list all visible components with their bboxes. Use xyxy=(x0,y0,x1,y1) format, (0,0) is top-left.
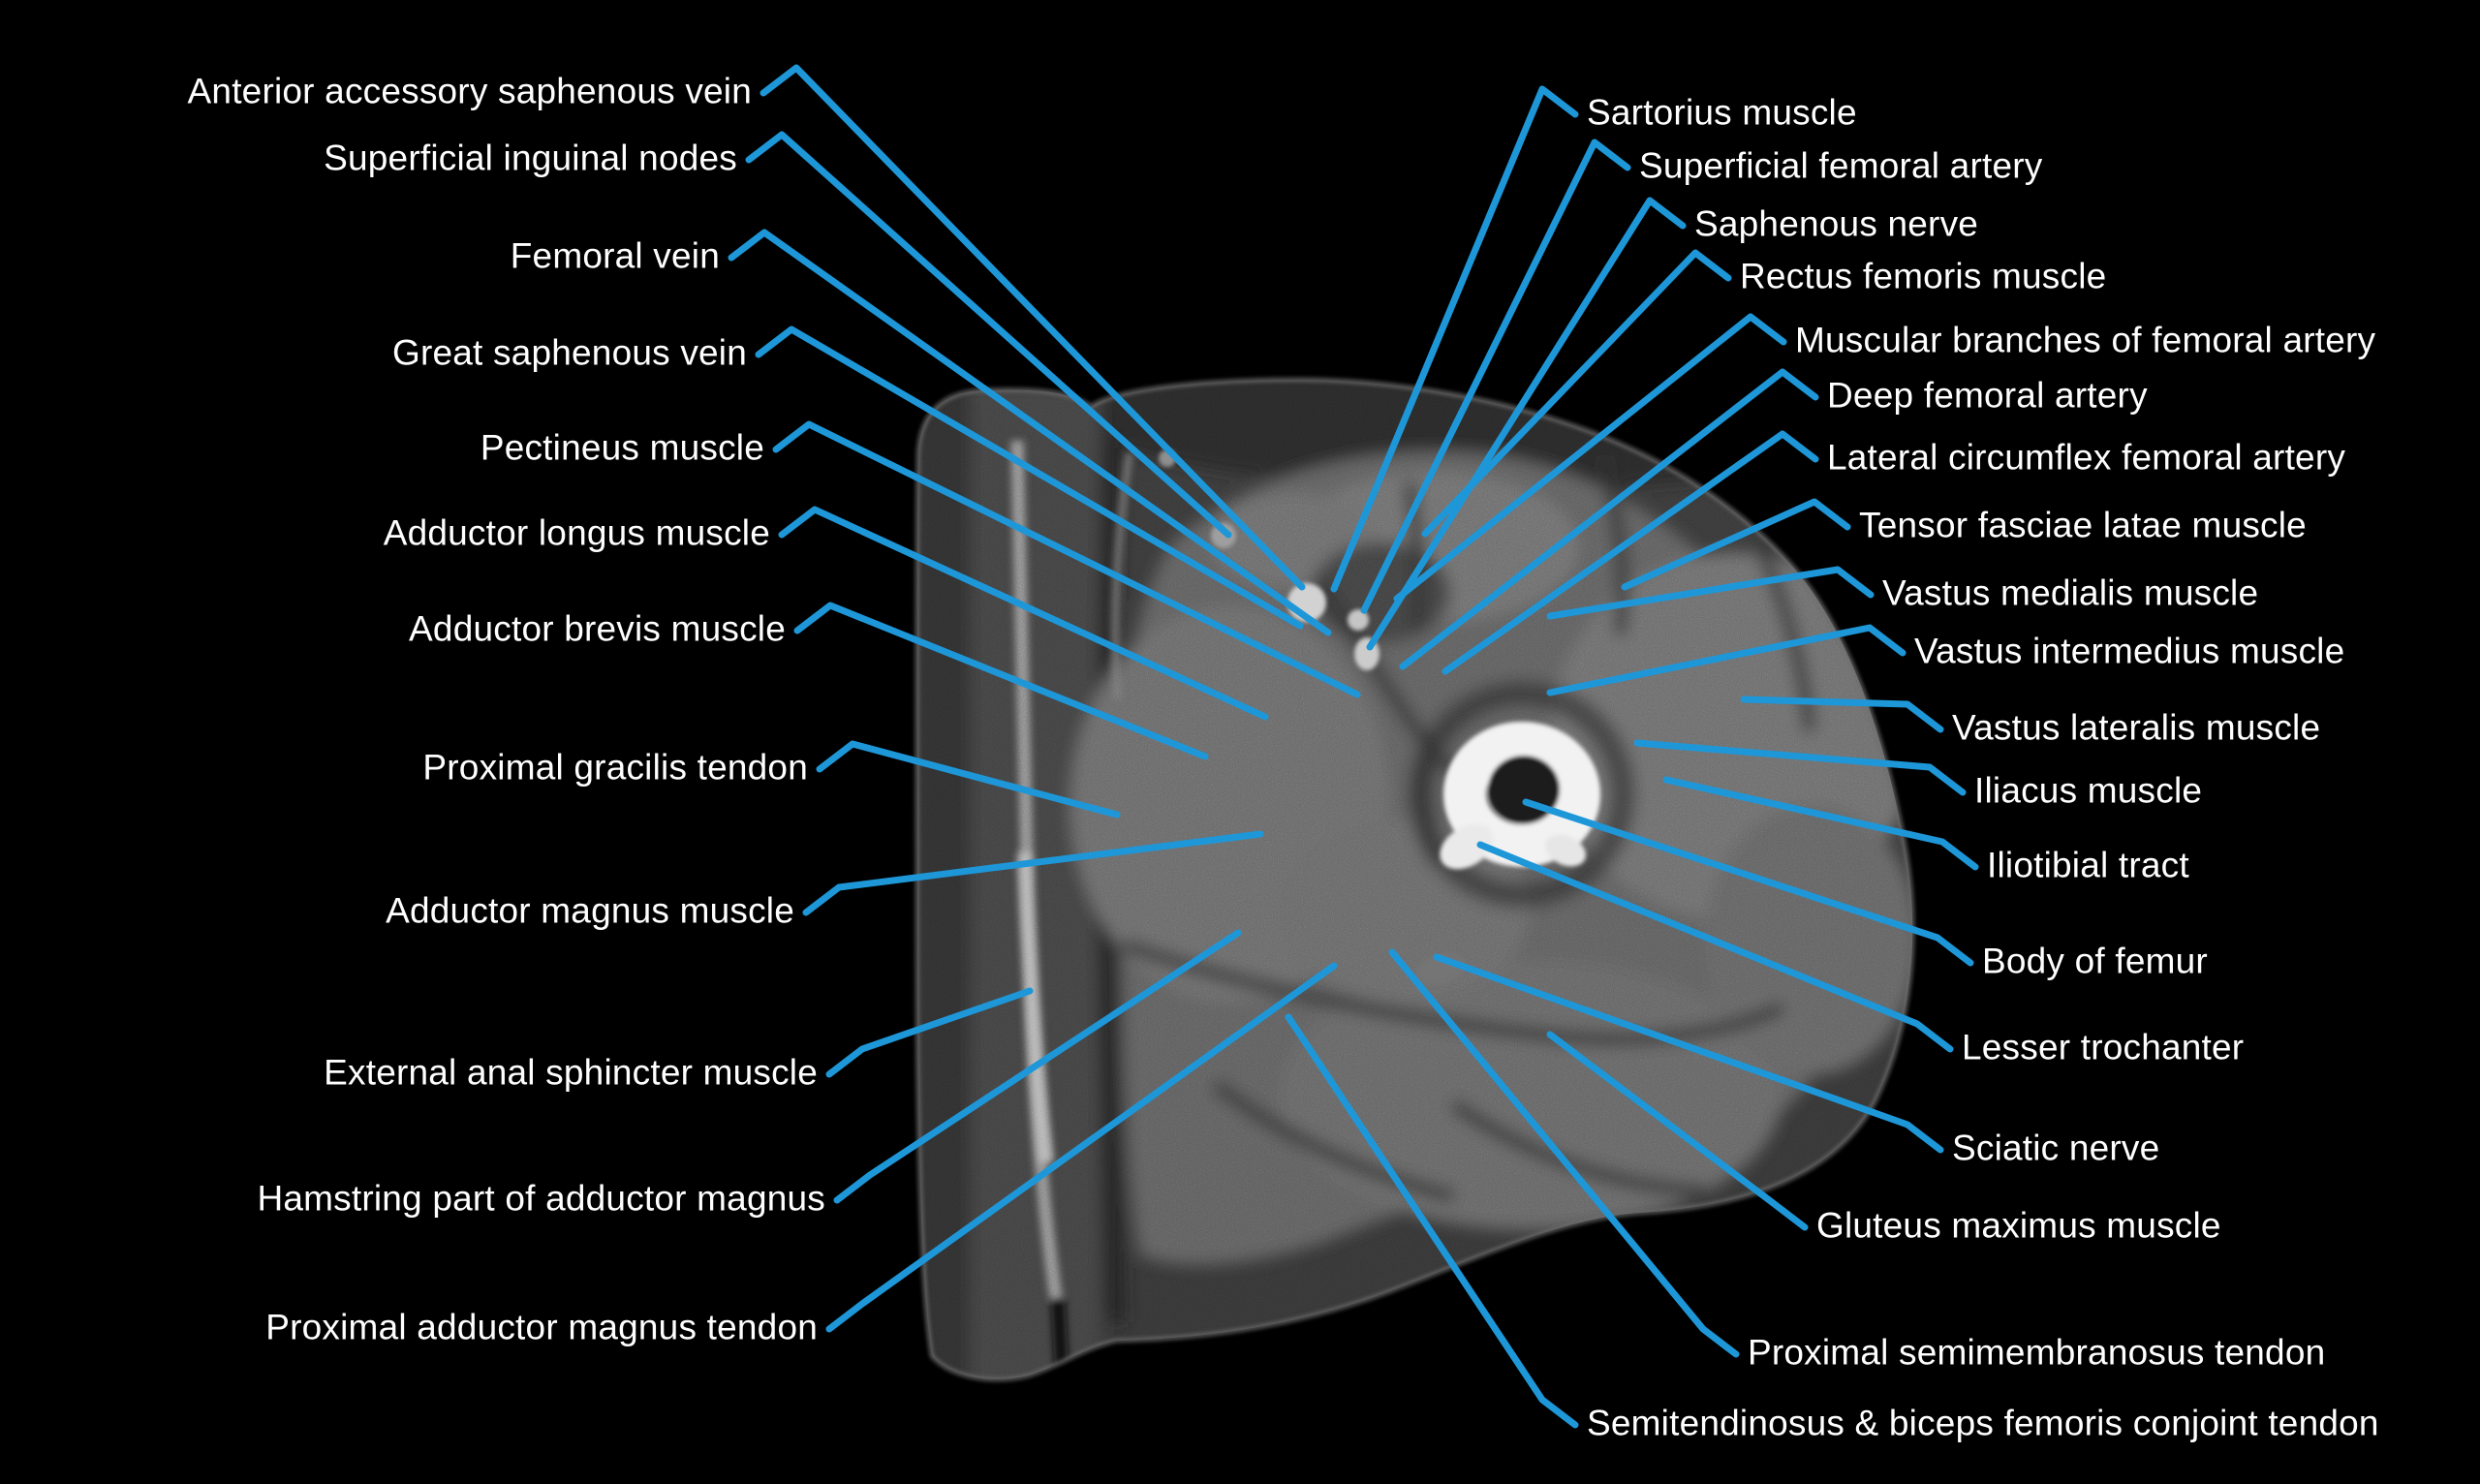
leader-line xyxy=(1522,798,1974,967)
leader-line xyxy=(1421,249,1732,538)
leader-line xyxy=(755,325,1304,630)
leader-line xyxy=(1393,313,1787,603)
leader-line xyxy=(1740,696,1944,733)
ct-femur-linea-bump xyxy=(1544,834,1587,867)
leader-line xyxy=(1476,841,1954,1053)
ct-vessel-inguinal-node xyxy=(1211,523,1236,548)
leader-line xyxy=(778,506,1269,721)
ct-vessel-sfa-dot xyxy=(1348,609,1369,631)
leader-line xyxy=(793,602,1209,760)
leader-line xyxy=(1546,624,1906,696)
ct-femur-ring xyxy=(1443,722,1600,867)
leader-line xyxy=(1546,566,1875,620)
leader-line xyxy=(1546,1031,1809,1231)
leader-line xyxy=(816,740,1121,819)
ct-grain xyxy=(916,380,1913,1379)
leader-line xyxy=(772,420,1361,698)
leader-line xyxy=(1433,953,1944,1154)
ct-femur-lesser-trochanter-bump xyxy=(1440,823,1494,870)
ct-skin-outline xyxy=(914,377,1915,1381)
ct-scan-group xyxy=(914,377,1915,1381)
leader-line xyxy=(1360,139,1631,614)
leader-line xyxy=(802,830,1264,916)
leader-line xyxy=(833,929,1242,1204)
leader-line xyxy=(1330,85,1579,593)
leader-line xyxy=(1285,1013,1579,1429)
leader-line xyxy=(1633,739,1967,796)
leader-line xyxy=(1388,948,1740,1358)
leader-line xyxy=(728,229,1332,636)
leader-line xyxy=(745,131,1232,539)
leader-line xyxy=(1399,368,1819,670)
leader-line xyxy=(1662,776,1979,871)
leader-line xyxy=(1442,430,1819,675)
leader-line xyxy=(825,987,1034,1078)
leader-lines-layer xyxy=(728,64,1979,1429)
leader-line xyxy=(760,64,1306,591)
leader-line xyxy=(1621,498,1851,591)
leader-line xyxy=(825,962,1338,1333)
